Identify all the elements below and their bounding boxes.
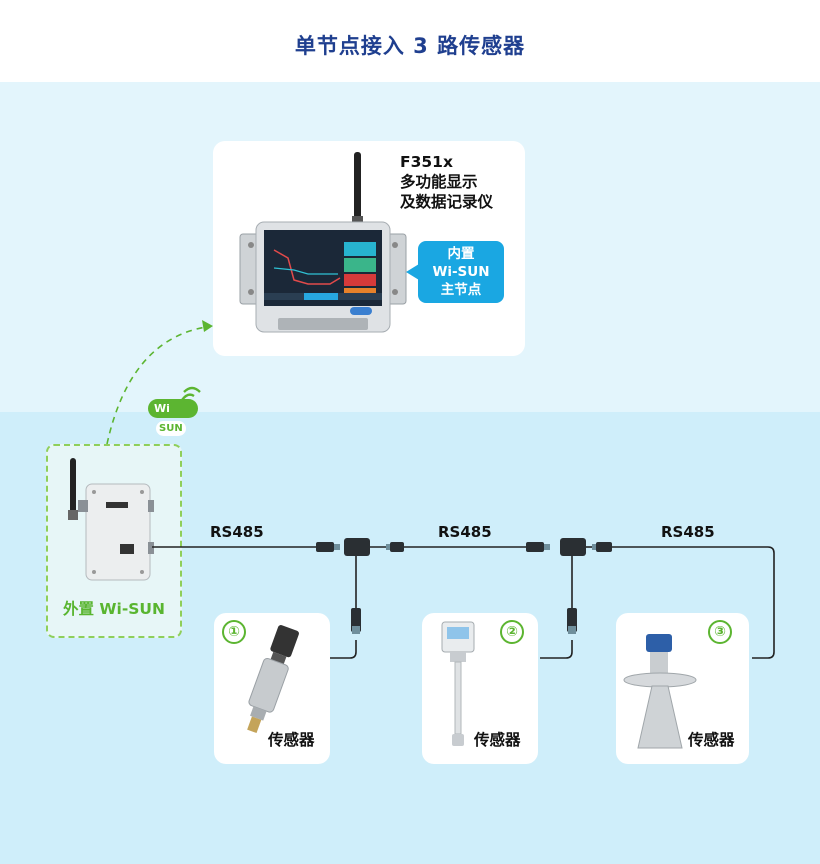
rs485-label-2: RS485	[438, 523, 492, 541]
wisun-logo-wi: Wi	[154, 402, 170, 415]
host-function-line1: 多功能显示	[400, 173, 478, 191]
rs485-label-1: RS485	[210, 523, 264, 541]
host-function-line2: 及数据记录仪	[400, 193, 494, 211]
wisun-logo: WiSUN	[148, 386, 201, 436]
callout-tail	[406, 264, 419, 280]
host-model: F351x	[400, 153, 453, 171]
display-sensor-image	[441, 621, 475, 746]
display-recorder-image	[239, 152, 407, 333]
sensor-number-2: ②	[500, 620, 524, 644]
sensor-label-1: 传感器	[268, 731, 315, 749]
sensor-number-1: ①	[222, 620, 246, 644]
external-wisun-node-image	[68, 458, 154, 581]
builtin-wisun-callout: 内置 Wi-SUN 主节点	[418, 241, 504, 303]
radar-level-sensor-image	[623, 634, 697, 749]
host-device-description: F351x 多功能显示 及数据记录仪	[400, 152, 493, 212]
sensor-label-3: 传感器	[688, 731, 735, 749]
rs485-label-3: RS485	[661, 523, 715, 541]
callout-line3: 主节点	[440, 282, 482, 298]
callout-line1: 内置	[447, 246, 475, 262]
external-node-label: 外置 Wi-SUN	[63, 600, 165, 618]
wisun-logo-sun: SUN	[156, 421, 186, 436]
wireless-signal-icon	[181, 386, 201, 401]
sensor-number-3: ③	[708, 620, 732, 644]
diagram-title: 单节点接入 3 路传感器	[294, 34, 526, 58]
callout-line2: Wi-SUN	[432, 264, 490, 280]
sensor-label-2: 传感器	[474, 731, 521, 749]
pressure-sensor-image	[247, 625, 299, 734]
